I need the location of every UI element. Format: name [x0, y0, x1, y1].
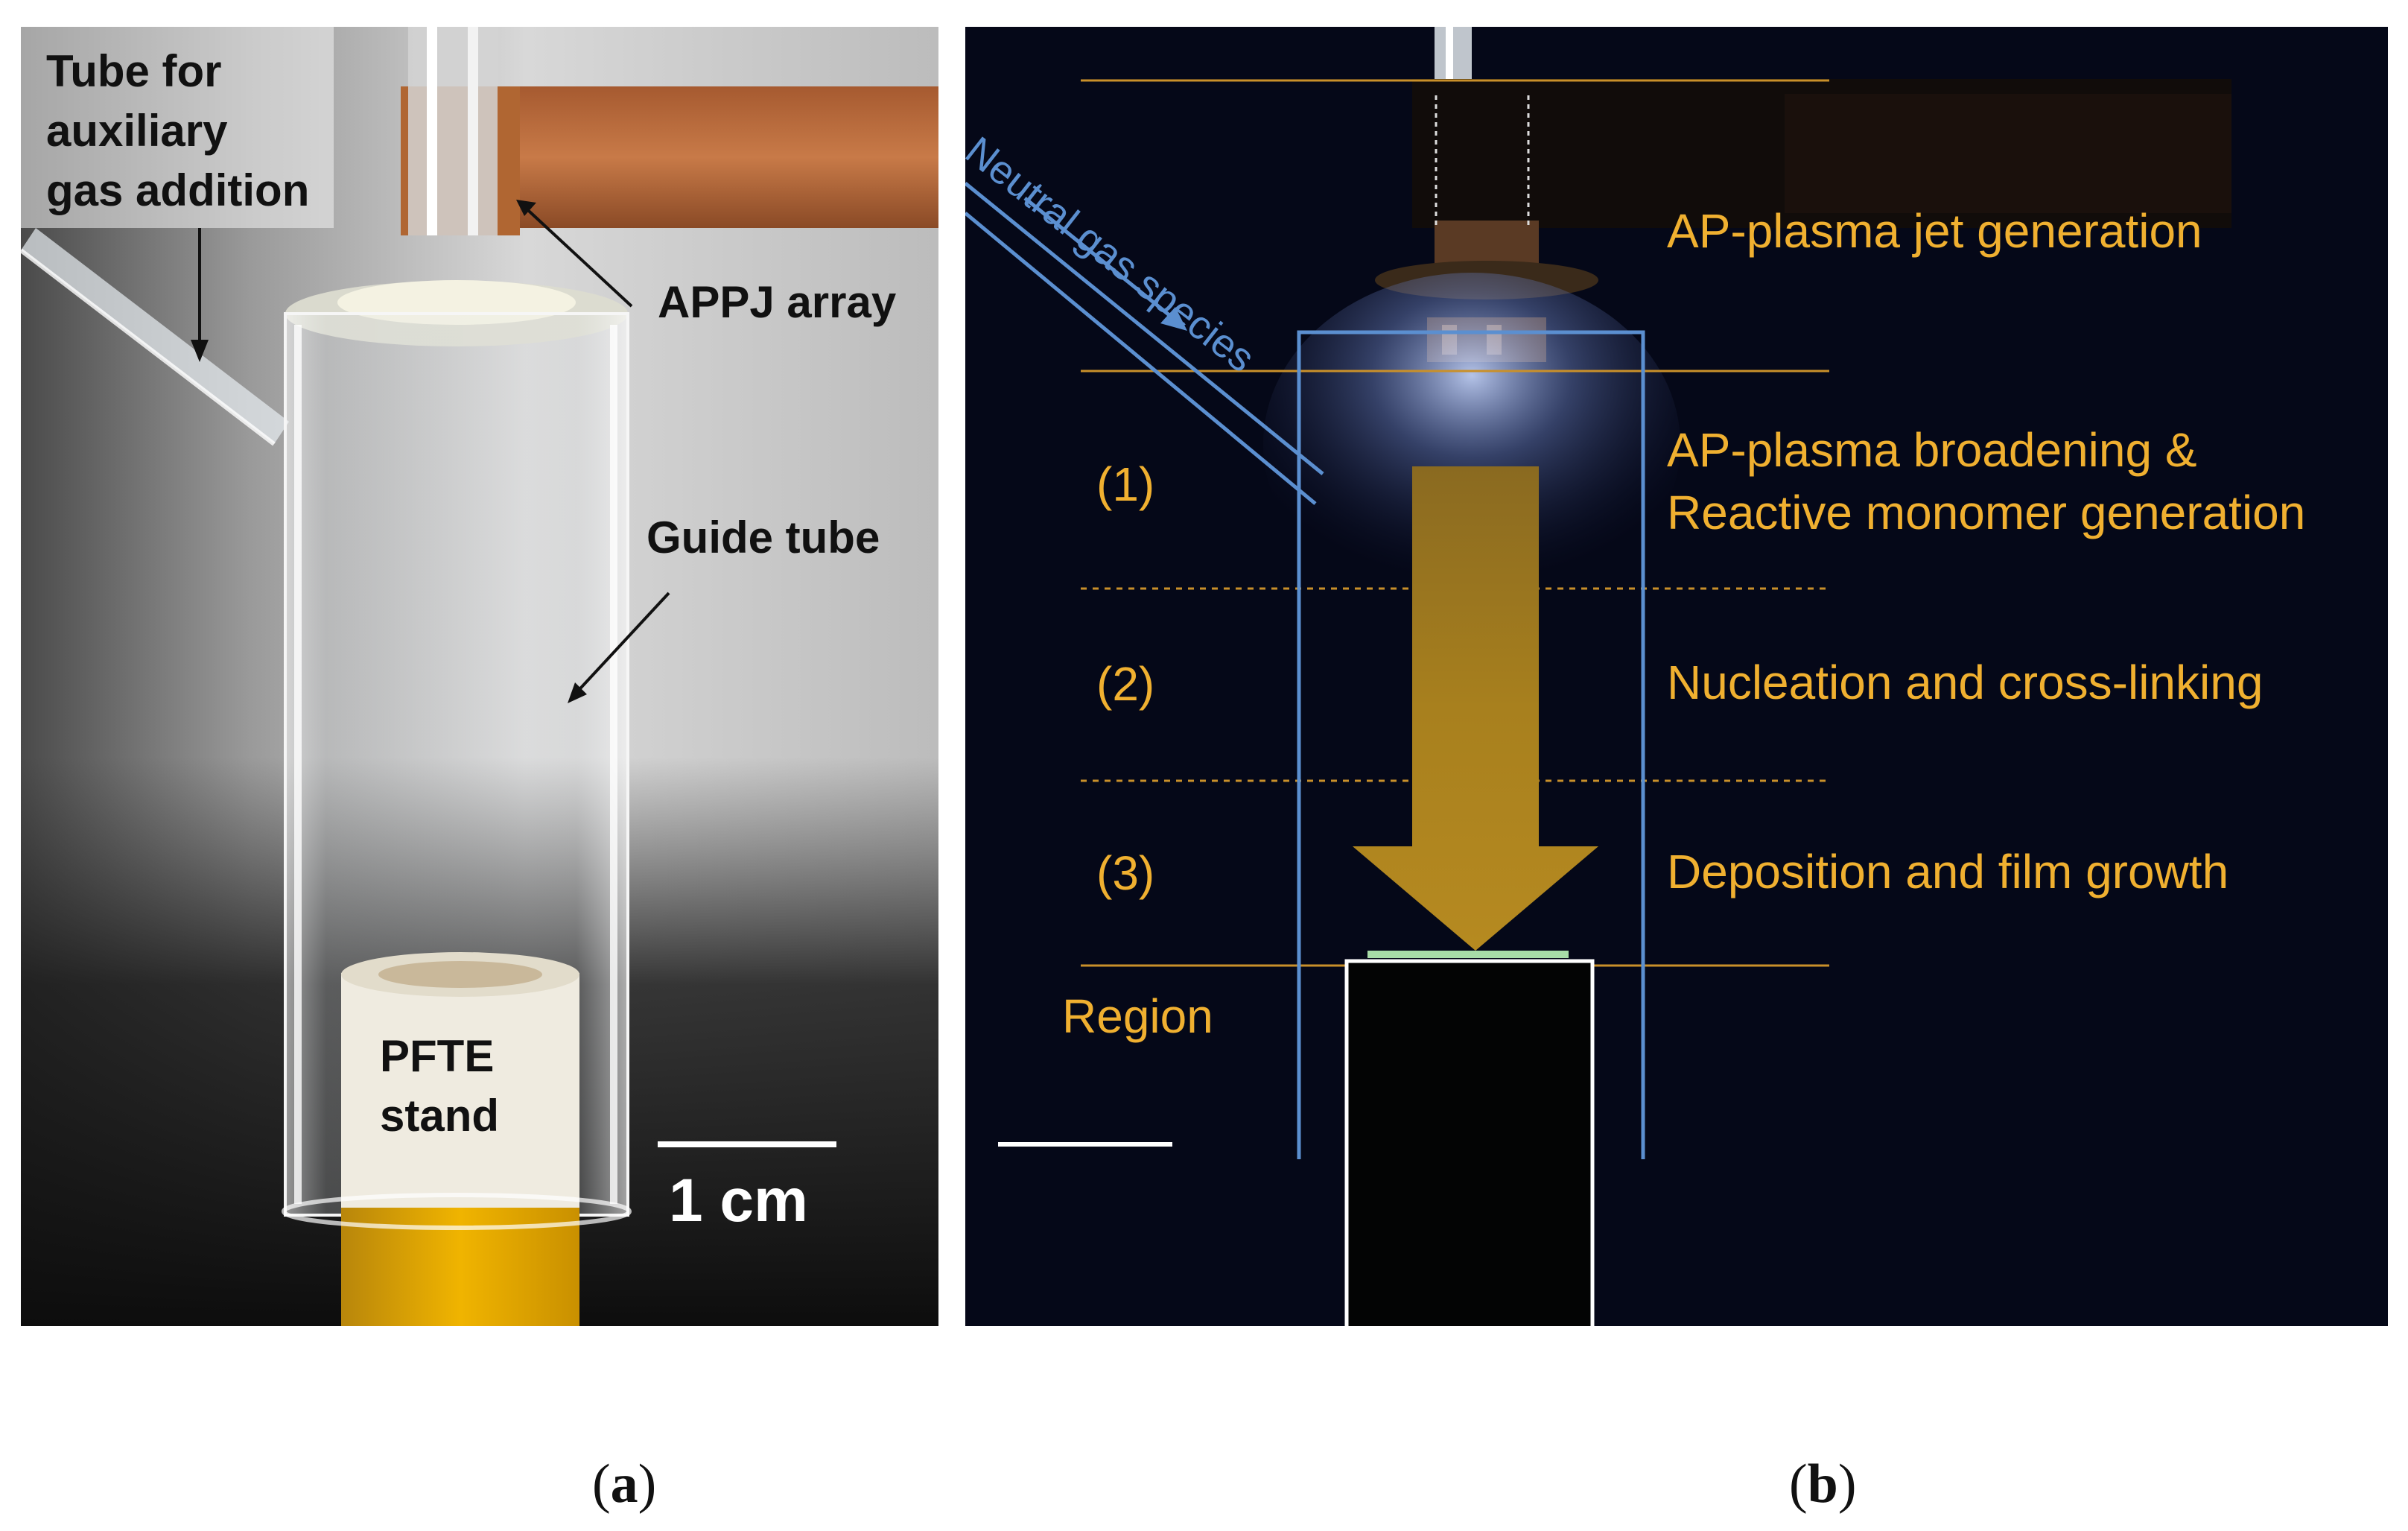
substrate-film [1367, 951, 1569, 958]
guide-tube-outline [1297, 330, 1645, 1159]
photo-illustration [21, 27, 938, 1326]
region-3-label: (3) [1096, 846, 1155, 900]
stage-broadening-line-2: Reactive monomer generation [1667, 486, 2306, 539]
aux-tube-label-line-3: gas addition [46, 165, 310, 215]
gas-inlet-line-2 [965, 212, 1317, 505]
guide-tube-label: Guide tube [647, 513, 880, 562]
stand-label-line-1: PFTE [380, 1031, 495, 1081]
caption-b: (b) [1789, 1454, 1857, 1515]
gas-inlet-line-1 [965, 182, 1324, 475]
region-axis-label: Region [1062, 989, 1213, 1043]
aux-tube-label-line-2: auxiliary [46, 106, 228, 156]
gas-flow-arrowhead [1160, 307, 1187, 331]
aux-tube-label-line-1: Tube for [46, 46, 222, 96]
appj-array-label: APPJ array [658, 277, 897, 327]
photo-panel-a: Tube for auxiliary gas addition APPJ arr… [21, 27, 938, 1326]
region-1-label: (1) [1096, 457, 1155, 511]
substrate-holder [1344, 959, 1595, 1326]
schematic-panel-b: Neutral gas species AP-plasma jet genera… [965, 27, 2388, 1326]
stage-jet-generation: AP-plasma jet generation [1667, 204, 2202, 258]
caption-a: (a) [592, 1454, 657, 1515]
guide-tube-arrow [571, 592, 670, 699]
stand-label-line-2: stand [380, 1091, 500, 1141]
stage-nucleation: Nucleation and cross-linking [1667, 656, 2264, 709]
stage-broadening-line-1: AP-plasma broadening & [1667, 423, 2197, 477]
process-direction-arrow [1353, 466, 1598, 951]
stage-deposition: Deposition and film growth [1667, 845, 2229, 898]
region-2-label: (2) [1096, 657, 1155, 711]
appj-arrow [518, 201, 633, 308]
schematic-illustration [965, 27, 2231, 1326]
scale-bar-label: 1 cm [669, 1167, 808, 1234]
